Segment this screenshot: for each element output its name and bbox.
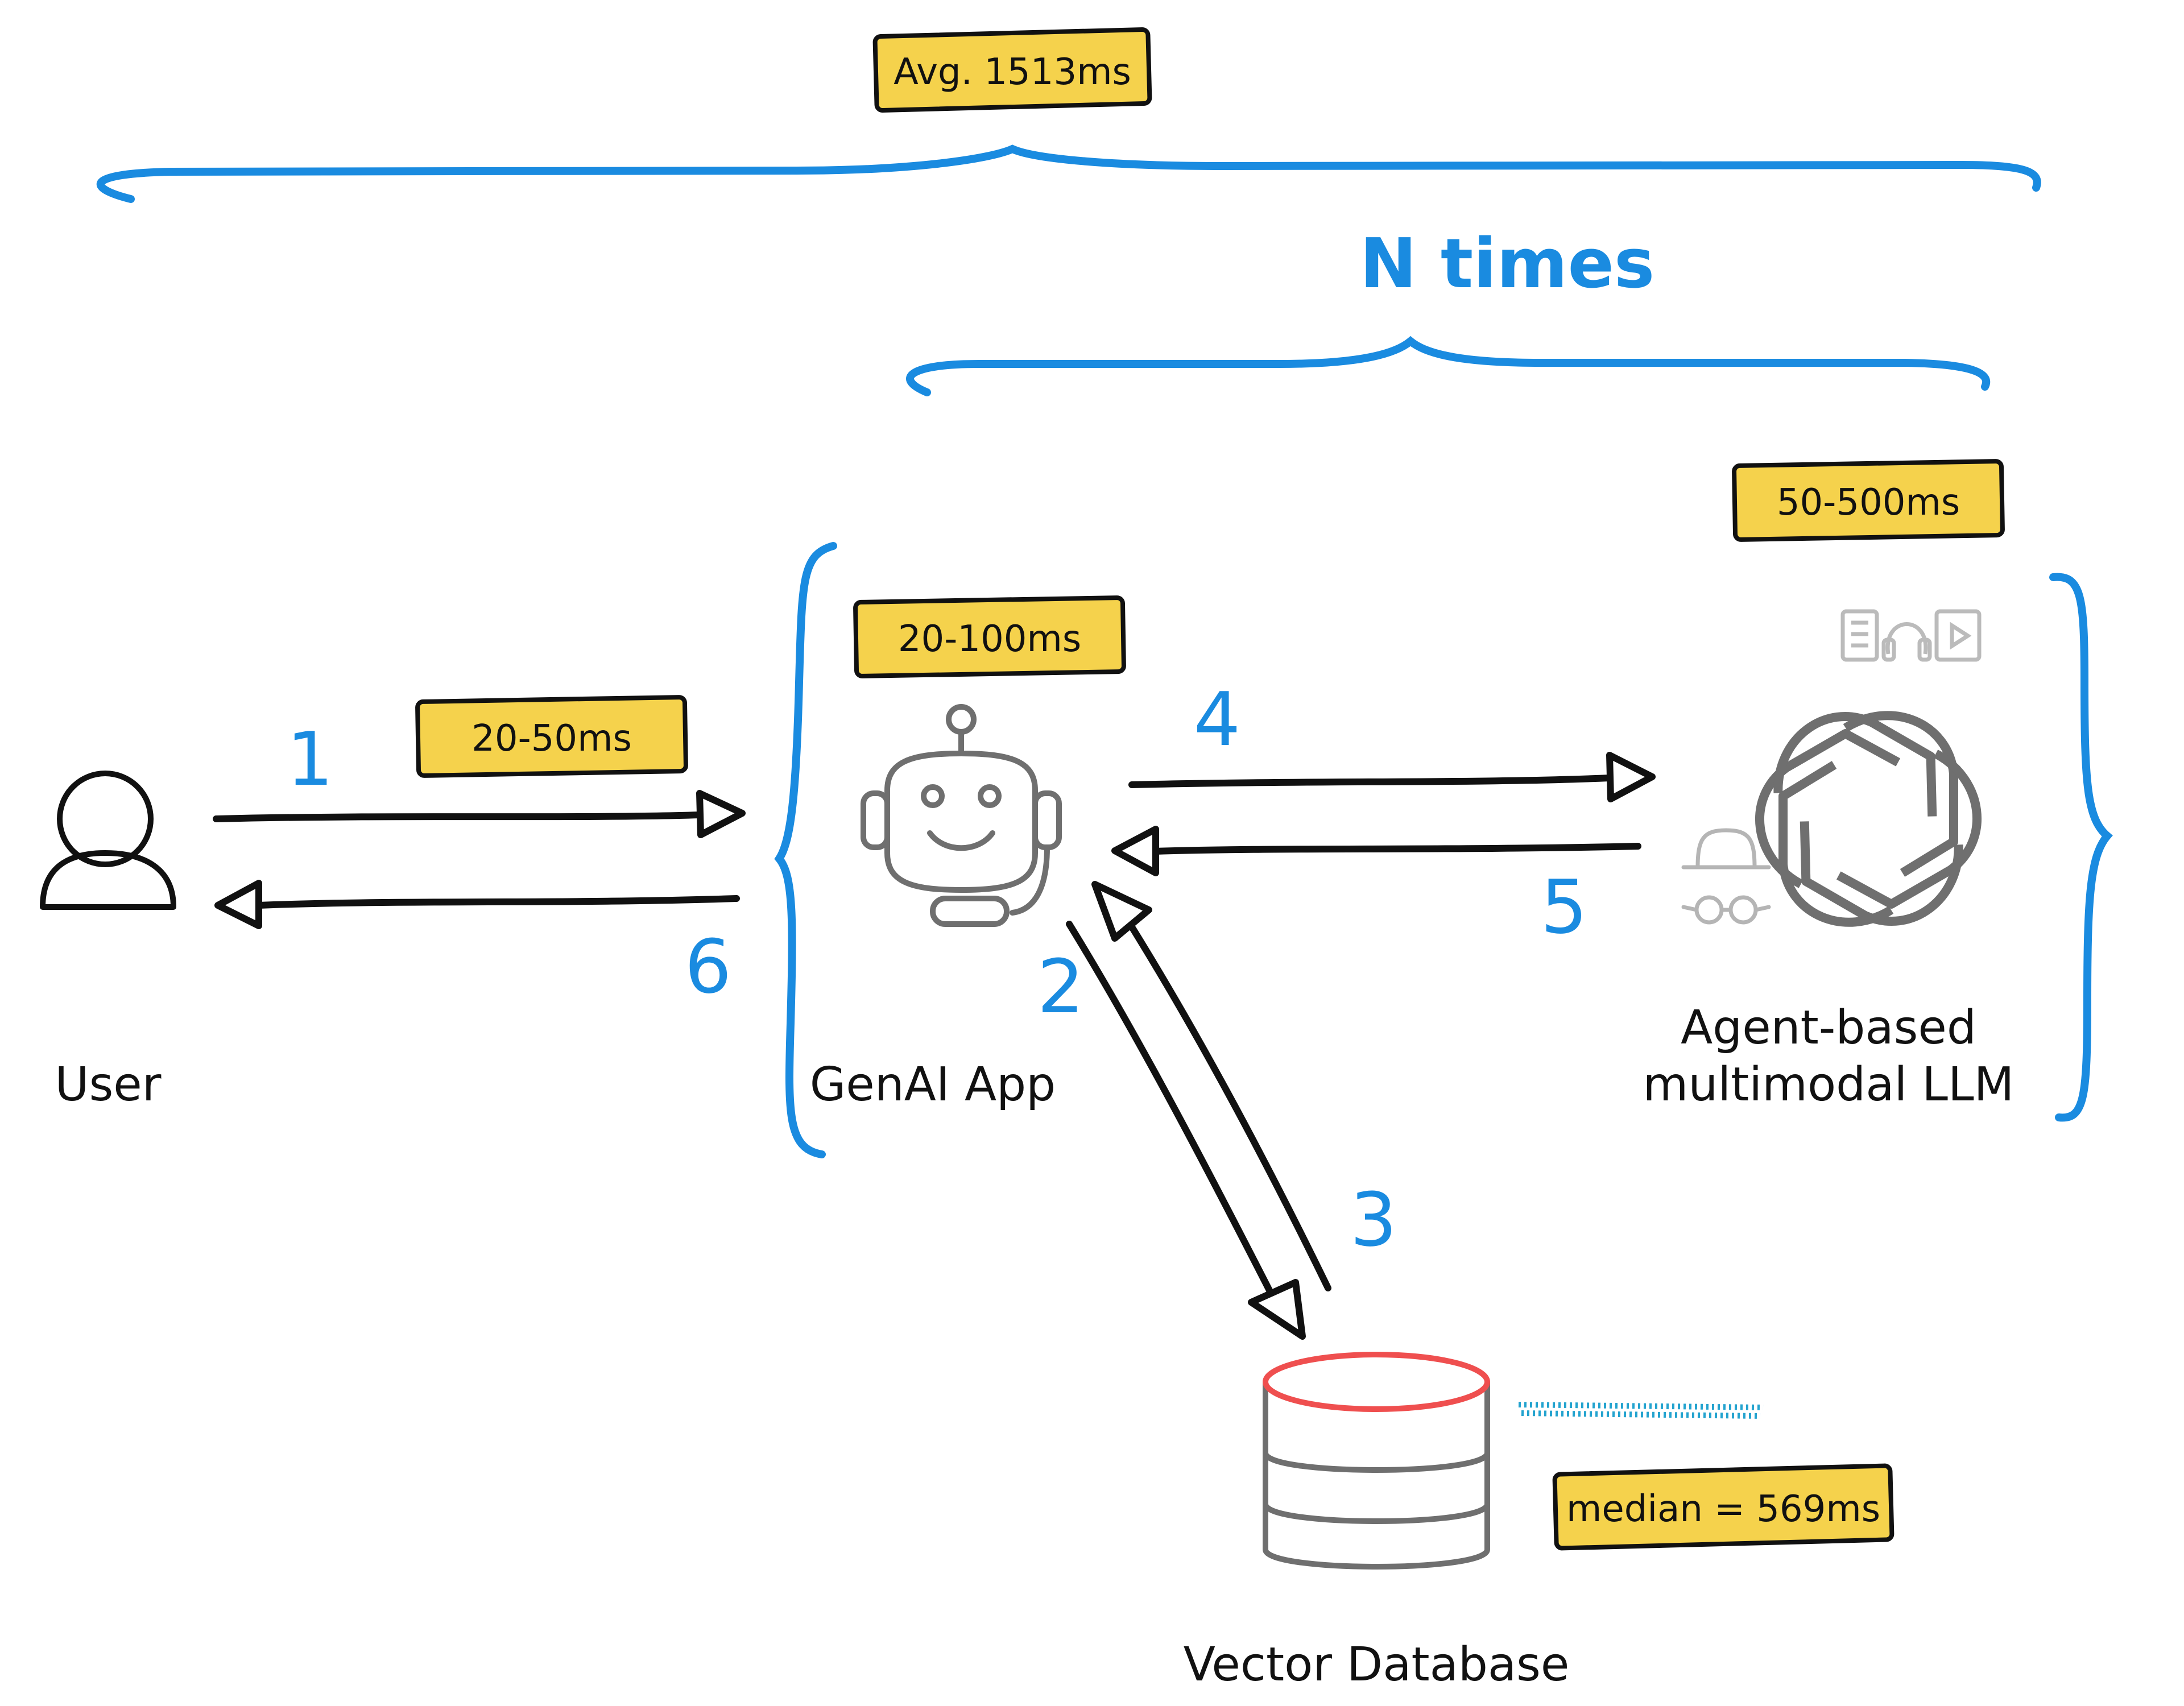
db-annotation-scribble (1518, 1402, 1764, 1419)
step-5: 5 (1541, 864, 1588, 950)
app-latency-tag: 20-100ms (853, 595, 1126, 678)
step-2: 2 (1037, 943, 1085, 1030)
vector-db-label: Vector Database (1184, 1638, 1570, 1692)
arrow-user-to-app (213, 790, 746, 838)
genai-app-label: GenAI App (810, 1058, 1056, 1112)
llm-label-line1: Agent-based (1681, 1001, 1976, 1055)
media-types-icon (1840, 609, 1982, 662)
avg-latency-tag: Avg. 1513ms (872, 27, 1152, 113)
llm-latency-text: 50-500ms (1777, 482, 1960, 524)
database-icon (1263, 1352, 1490, 1570)
arrow-app-to-llm (1128, 752, 1656, 802)
step-6: 6 (685, 924, 732, 1010)
user-app-latency-text: 20-50ms (471, 718, 632, 760)
user-label: User (55, 1058, 162, 1112)
n-times-brace (906, 336, 1991, 396)
overall-brace (96, 144, 2041, 203)
step-3: 3 (1350, 1177, 1397, 1263)
left-curly-brace (774, 542, 837, 1158)
arrow-app-to-db (1066, 921, 1306, 1340)
robot-headset-icon (861, 704, 1062, 927)
n-times-label: N times (1360, 225, 1655, 304)
user-icon (40, 771, 176, 910)
spy-hat-glasses-icon (1681, 828, 1771, 925)
db-latency-tag: median = 569ms (1552, 1463, 1895, 1551)
arrow-app-to-user (214, 880, 740, 929)
openai-logo-icon (1755, 711, 1982, 927)
app-latency-text: 20-100ms (898, 618, 1081, 660)
user-app-latency-tag: 20-50ms (415, 695, 688, 778)
db-latency-text: median = 569ms (1566, 1488, 1880, 1530)
step-4: 4 (1194, 676, 1241, 763)
llm-latency-tag: 50-500ms (1732, 459, 2005, 542)
avg-latency-text: Avg. 1513ms (894, 51, 1131, 93)
step-1: 1 (287, 716, 334, 802)
arrow-llm-to-app (1111, 826, 1641, 876)
right-curly-brace (2049, 573, 2113, 1122)
arrow-db-to-app (1091, 881, 1331, 1291)
llm-label-line2: multimodal LLM (1643, 1058, 2015, 1112)
